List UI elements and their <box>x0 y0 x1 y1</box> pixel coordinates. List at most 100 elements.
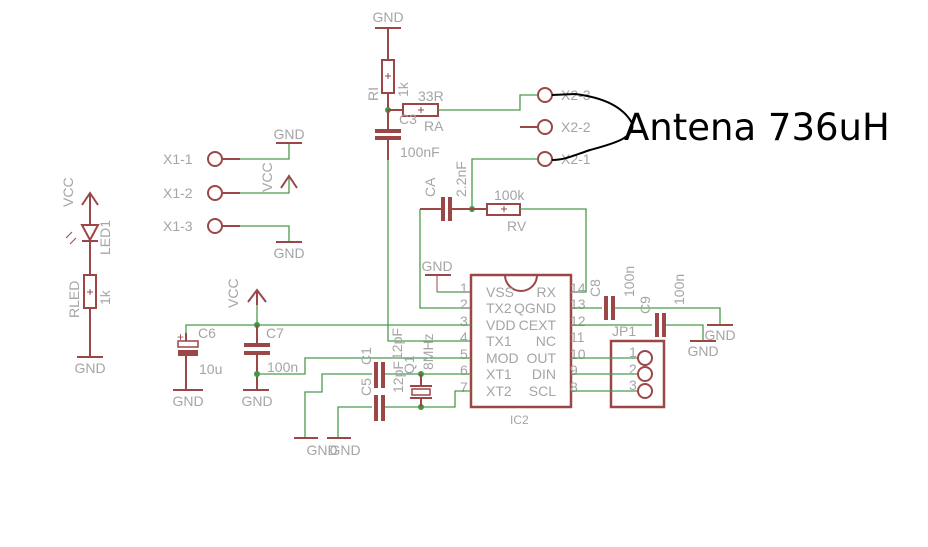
label-components-jp1-pins-2: 3 <box>629 377 637 393</box>
label-power-gnd: GND <box>273 126 304 142</box>
label-components-rled-name: RLED <box>66 281 82 318</box>
label-components-ic2-right_pins-5-num: 9 <box>570 362 578 378</box>
ri-name: RI <box>365 87 381 101</box>
label-components-ic2-right_pins-0-label: RX <box>537 284 557 300</box>
label-power-vcc: VCC <box>60 177 76 207</box>
label-components-jp1-name: JP1 <box>612 323 636 339</box>
x2-1-label: X2-1 <box>561 151 591 167</box>
label-connectors-x1-1: X1-2 <box>163 185 193 201</box>
label-components-ic2-right_pins-1-num: 13 <box>570 296 586 312</box>
ca-value: 2.2nF <box>453 161 469 197</box>
capacitor-c9: GND C9 100n <box>571 274 719 359</box>
label-components-ic2-left_pins-0-num: 1 <box>460 280 468 296</box>
led-circuit: VCC LED1 RLED 1k GND <box>60 177 113 376</box>
label-components-ic2-left_pins-2-num: 3 <box>460 313 468 329</box>
label-components-c6-name: C6 <box>198 325 216 341</box>
label-components-ic2-left_pins-2-label: VDD <box>486 317 516 333</box>
resistor-rv: 100k RV <box>472 187 527 234</box>
label-components-ic2-left_pins-3-label: TX1 <box>486 333 512 349</box>
label-power-gnd: GND <box>329 442 360 458</box>
label-components-c1-value: 12pF <box>389 328 405 360</box>
capacitor-ca: CA 2.2nF <box>420 161 472 221</box>
label-components-ic2-left_pins-5-label: XT1 <box>486 366 512 382</box>
label-components-ic2-left_pins-1-label: TX2 <box>486 300 512 316</box>
label-components-q1-name: Q1 <box>401 355 417 374</box>
gnd-ic: GND <box>421 258 471 293</box>
label-components-c5-value: 12pF <box>390 361 406 393</box>
label-components-ic2-right_pins-2-num: 12 <box>570 313 586 329</box>
ic2: IC2 VSS TX2 VDD TX1 MOD XT1 XT2 1 2 3 4 … <box>460 273 586 427</box>
label-components-ic2-left_pins-6-num: 7 <box>460 379 468 395</box>
capacitor-c3: C3 100nF <box>375 110 440 160</box>
gnd-top: GND <box>372 9 404 60</box>
label-components-ic2-left_pins-5-num: 6 <box>460 362 468 378</box>
ra-value: 33R <box>418 88 444 104</box>
c9-value: 100n <box>671 274 687 305</box>
label-components-ic2-right_pins-4-num: 10 <box>570 346 586 362</box>
label-components-q1-value: 8MHz <box>420 333 436 370</box>
label-power-gnd: GND <box>687 343 718 359</box>
label-power-gnd: GND <box>74 360 105 376</box>
label-power-gnd: GND <box>273 245 304 261</box>
capacitor-c8: GND C8 100n <box>571 266 736 343</box>
antenna-annotation: Antena 736uH <box>624 106 890 149</box>
label-connectors-x1-0: X1-1 <box>163 151 193 167</box>
label-power-gnd: GND <box>172 393 203 409</box>
c3-name: C3 <box>399 111 417 127</box>
label-power-gnd: GND <box>241 393 272 409</box>
connector-x1: X1-1 X1-2 X1-3 GND VCC GND <box>163 126 305 261</box>
label-components-ic2-left_pins-6-label: XT2 <box>486 383 512 399</box>
label-components-ic2-right_pins-6-num: 8 <box>570 379 578 395</box>
label-components-ic2-right_pins-0-num: 14 <box>570 280 586 296</box>
ic2-left-pins: VSS TX2 VDD TX1 MOD XT1 XT2 1 2 3 4 5 6 … <box>460 280 519 399</box>
ca-name: CA <box>422 177 438 197</box>
rv-value: 100k <box>494 187 525 203</box>
gnd-label: GND <box>421 258 452 274</box>
svg-text:+: + <box>177 330 184 344</box>
label-components-ic2-right_pins-4-label: OUT <box>526 350 556 366</box>
rv-name: RV <box>507 218 527 234</box>
c9-name: C9 <box>637 296 653 314</box>
label-components-ic2-left_pins-4-num: 5 <box>460 346 468 362</box>
label-components-ic2-left_pins-4-label: MOD <box>486 350 519 366</box>
ic2-right-pins: RX QGND CEXT NC OUT DIN SCL 14 13 12 11 … <box>514 280 586 399</box>
label-components-c1-name: C1 <box>358 347 374 365</box>
label-components-c7-value: 100n <box>267 359 298 375</box>
label-components-c6-value: 10u <box>199 361 222 377</box>
ic2-name: IC2 <box>510 413 529 427</box>
jumper-jp1: JP1 1 2 3 <box>571 323 666 409</box>
power-decoupling: VCC + GND C6 10u GND C7 100n <box>172 278 471 409</box>
label-connectors-x1-2: X1-3 <box>163 218 193 234</box>
label-components-c7-name: C7 <box>266 325 284 341</box>
label-components-led1-name: LED1 <box>97 220 113 255</box>
label-components-ic2-right_pins-3-label: NC <box>536 333 556 349</box>
crystal-circuit: GND GND C1 12pF C5 12pF Q1 8MHz <box>294 328 471 458</box>
label-components-jp1-pins-0: 1 <box>629 344 637 360</box>
c8-value: 100n <box>621 266 637 297</box>
connector-x2: X2-3 X2-2 X2-1 <box>520 87 591 167</box>
label-power-gnd: GND <box>704 327 735 343</box>
x2-2-label: X2-2 <box>561 119 591 135</box>
label-components-ic2-left_pins-1-num: 2 <box>460 296 468 312</box>
resistor-ra: 33R RA <box>388 88 444 134</box>
label-components-ic2-left_pins-3-num: 4 <box>460 329 468 345</box>
label-components-rled-value: 1k <box>97 289 113 305</box>
label-power-gnd: GND <box>306 442 337 458</box>
label-components-ic2-right_pins-2-label: CEXT <box>519 317 557 333</box>
ra-name: RA <box>424 118 444 134</box>
label-components-ic2-left_pins-0-label: VSS <box>486 284 514 300</box>
resistor-ri: RI 1k <box>365 59 411 110</box>
label-components-ic2-right_pins-6-label: SCL <box>529 383 556 399</box>
label-components-ic2-right_pins-1-label: QGND <box>514 300 556 316</box>
label-power-vcc: VCC <box>225 278 241 308</box>
antenna-wire <box>551 92 634 161</box>
label-components-ic2-right_pins-3-num: 11 <box>570 329 585 345</box>
label-components-ic2-right_pins-5-label: DIN <box>532 366 556 382</box>
label-components-jp1-pins-1: 2 <box>629 361 637 377</box>
label-components-c5-name: C5 <box>358 378 374 396</box>
ri-value: 1k <box>395 81 411 97</box>
c3-value: 100nF <box>400 144 440 160</box>
c8-name: C8 <box>587 279 603 297</box>
gnd-label: GND <box>372 9 403 25</box>
